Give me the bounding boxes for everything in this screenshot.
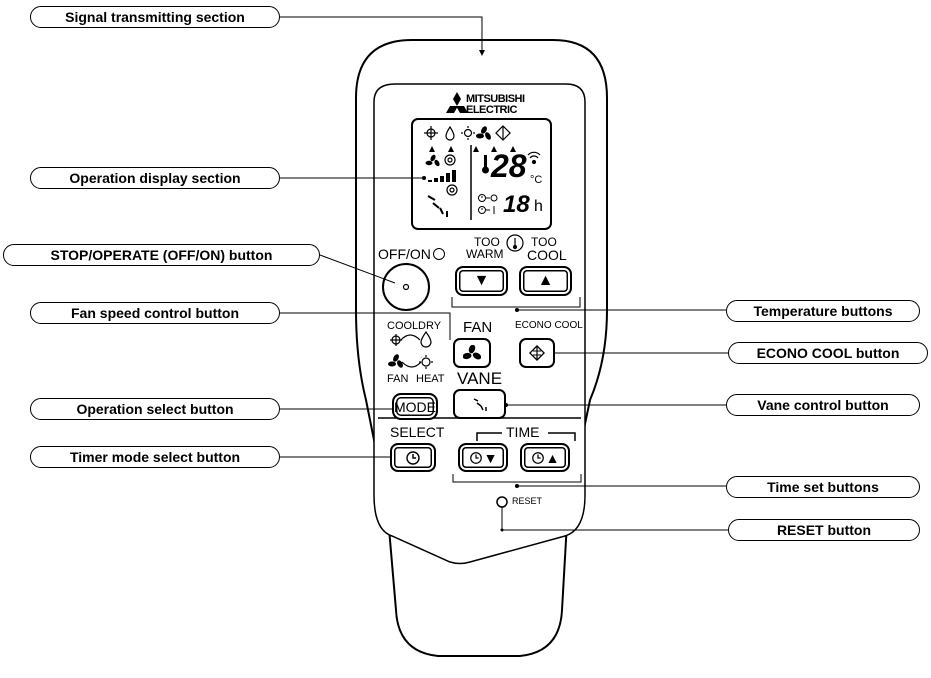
up-arrow-icon: ▲ (537, 272, 554, 289)
cool-label: COOL (387, 320, 419, 332)
too-cool-line1: TOO (531, 235, 557, 249)
power-icon (432, 248, 445, 260)
down-arrow-icon: ▼ (483, 449, 498, 466)
econo-cool-icon (529, 345, 545, 361)
heat-label: HEAT (416, 373, 445, 385)
clock-icon (478, 194, 498, 214)
temperature-value: 28 (491, 148, 527, 184)
clock-icon (406, 450, 420, 465)
timer-mode-select-button[interactable] (390, 443, 436, 472)
callout-fan-speed: Fan speed control button (30, 302, 280, 324)
auto-fan-icon (444, 154, 458, 196)
temperature-bracket (451, 297, 581, 308)
mode-button[interactable]: MODE (392, 393, 438, 420)
timer-unit: h (534, 198, 543, 215)
fan-speed-bars (428, 170, 456, 182)
timer-value: 18 (503, 191, 530, 218)
mode-label: MODE (394, 398, 436, 415)
time-up-button[interactable]: ▲ (520, 443, 570, 472)
signal-arrow-head (479, 50, 485, 56)
leader-lines (280, 16, 728, 531)
thermometer-icon (482, 155, 489, 174)
econo-cool-button[interactable] (519, 338, 555, 368)
fan-label: FAN (463, 319, 493, 336)
time-down-button[interactable]: ▼ (458, 443, 508, 472)
time-set-bracket (452, 474, 582, 483)
reset-hole[interactable] (496, 496, 508, 508)
too-warm-line1: TOO (474, 235, 500, 249)
temp-up-button[interactable]: ▲ (519, 266, 572, 296)
mitsubishi-logo (446, 92, 468, 113)
time-bracket (476, 432, 576, 441)
fan-speed-button[interactable] (453, 338, 491, 368)
dry-label: DRY (418, 320, 442, 332)
callout-stop-operate: STOP/OPERATE (OFF/ON) button (3, 244, 320, 266)
callout-operation-select: Operation select button (30, 398, 280, 420)
clock-icon (469, 451, 482, 464)
fan-icon (425, 154, 440, 167)
lcd-display (411, 118, 552, 230)
callout-reset: RESET button (728, 519, 920, 541)
temperature-unit: °C (530, 174, 543, 186)
temp-down-button[interactable]: ▼ (455, 266, 508, 296)
econo-cool-label: ECONO COOL (515, 320, 583, 331)
time-label: TIME (506, 424, 540, 440)
up-arrow-icon: ▲ (545, 449, 560, 466)
vane-icon (427, 195, 448, 217)
too-cool-line2: COOL (527, 247, 567, 263)
brand-name-line2: ELECTRIC (466, 104, 518, 116)
signal-icon (527, 151, 541, 165)
vane-label: VANE (457, 369, 503, 388)
callout-time-set: Time set buttons (726, 476, 920, 498)
fan-mode-label: FAN (387, 373, 409, 385)
callout-timer-mode-select: Timer mode select button (30, 446, 280, 468)
callout-econo-cool: ECONO COOL button (728, 342, 928, 364)
mode-markers (429, 146, 516, 152)
brand-name-line1: MITSUBISHI (466, 93, 525, 105)
fan-icon (476, 126, 491, 140)
vane-button[interactable] (453, 389, 506, 419)
too-warm-line2: WARM (466, 247, 504, 261)
reset-label: RESET (512, 496, 543, 506)
callout-temperature: Temperature buttons (726, 300, 920, 322)
thermometer-icon (506, 234, 524, 252)
callout-vane-control: Vane control button (726, 394, 920, 416)
select-label: SELECT (390, 424, 445, 440)
mode-cycle-icons (390, 330, 433, 369)
vane-icon (473, 398, 487, 411)
clock-icon (531, 451, 544, 464)
dry-icon (445, 125, 455, 141)
off-on-button[interactable] (382, 263, 430, 311)
econo-cool-icon (495, 125, 511, 141)
off-on-label: OFF/ON (378, 247, 445, 261)
down-arrow-icon: ▼ (473, 272, 490, 289)
callout-signal-transmitting: Signal transmitting section (30, 6, 280, 28)
callout-operation-display: Operation display section (30, 167, 280, 189)
heat-icon (461, 126, 475, 140)
cool-icon (424, 126, 438, 140)
fan-icon (463, 345, 481, 360)
fan-mode-icon (388, 354, 403, 368)
